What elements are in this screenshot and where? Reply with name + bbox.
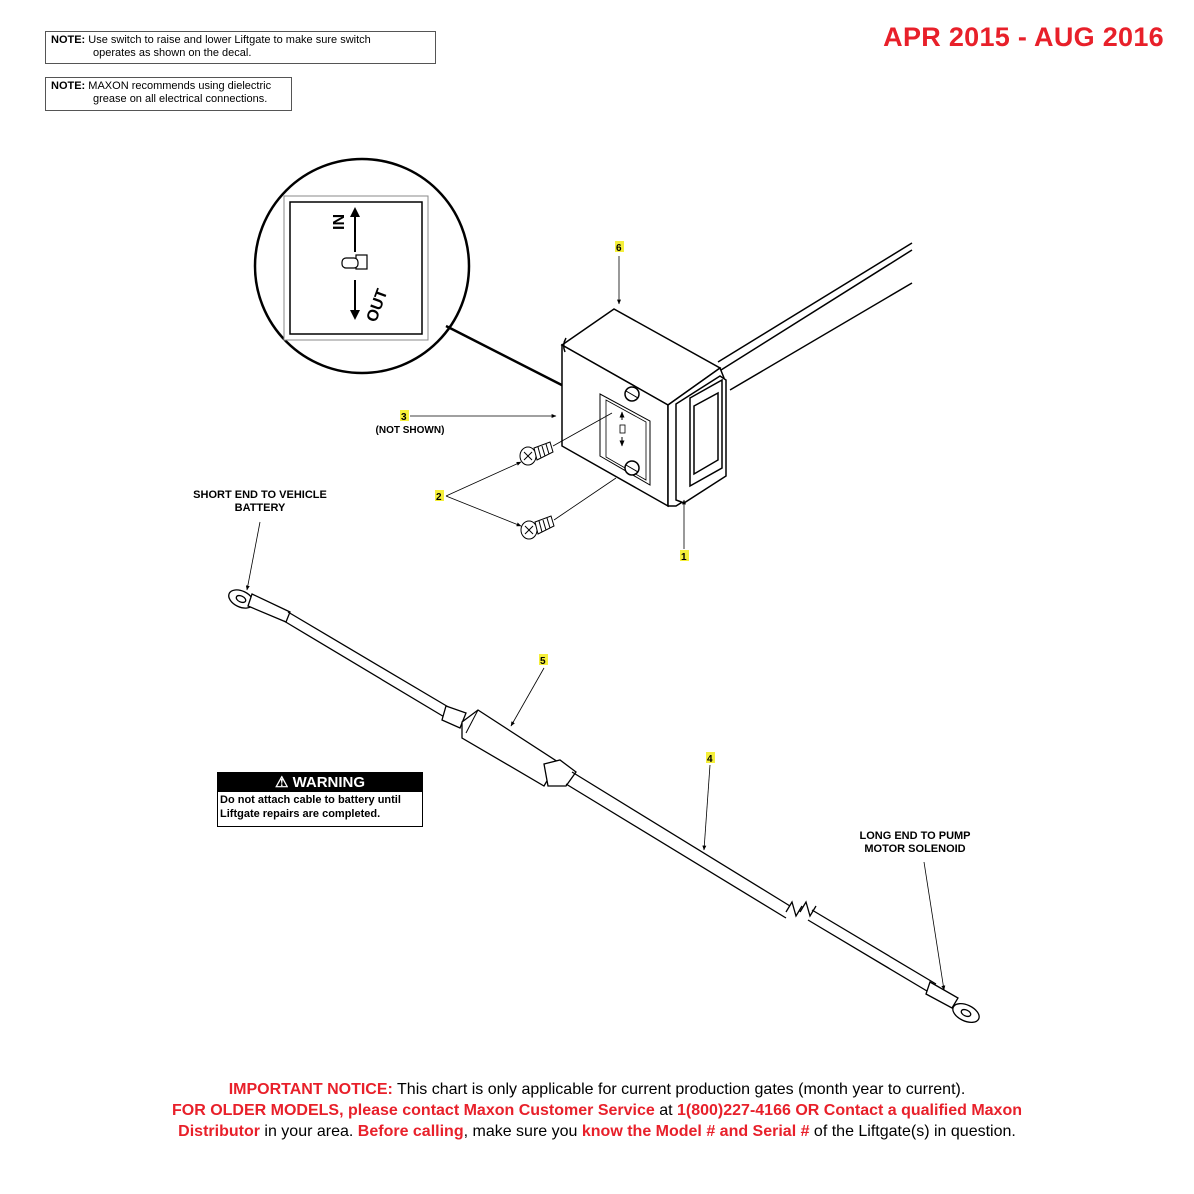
before-calling-label: Before calling (357, 1123, 464, 1140)
callout-highlight (615, 241, 624, 252)
long-end-line2: MOTOR SOLENOID (864, 843, 966, 855)
note-text-line2: grease on all electrical connections. (93, 93, 268, 105)
note-text-line1: Use switch to raise and lower Liftgate t… (88, 34, 371, 46)
callout-2: 2 (436, 492, 442, 503)
callout-5: 5 (540, 656, 546, 667)
screw-upper (519, 441, 554, 466)
callout-highlight (680, 550, 689, 561)
callout-highlight (539, 654, 548, 665)
not-shown-label: (NOT SHOWN) (375, 425, 445, 436)
callout-highlight (400, 410, 409, 421)
tail-text: of the Liftgate(s) in question. (809, 1123, 1016, 1140)
callout-6: 6 (616, 243, 622, 254)
callout-highlight (435, 490, 444, 501)
decal-in-label: IN (331, 214, 348, 230)
phone-text: 1(800)227-4166 OR Contact a qualified Ma… (677, 1102, 1022, 1119)
note-switch-operation: NOTE: Use switch to raise and lower Lift… (45, 31, 436, 64)
short-end-label: SHORT END TO VEHICLE BATTERY (170, 489, 350, 515)
battery-cable (228, 589, 980, 1024)
callout-1: 1 (681, 552, 687, 563)
date-range-title: APR 2015 - AUG 2016 (883, 22, 1164, 52)
note-text-line2: operates as shown on the decal. (93, 47, 252, 59)
switch-housing (560, 242, 913, 508)
callout-3: 3 (401, 412, 407, 423)
make-sure-text: , make sure you (463, 1123, 582, 1140)
note-label: NOTE: (51, 34, 86, 46)
area-text: in your area. (259, 1123, 358, 1140)
warning-box: ⚠ WARNING Do not attach cable to battery… (217, 772, 423, 827)
note-label: NOTE: (51, 80, 86, 92)
important-notice: IMPORTANT NOTICE: This chart is only app… (60, 1079, 1134, 1142)
detail-circle: IN OUT (253, 157, 471, 375)
warning-title: WARNING (292, 774, 366, 791)
warning-line2: Liftgate repairs are completed. (220, 808, 381, 820)
toggle-switch-icon (341, 254, 368, 270)
long-end-line1: LONG END TO PUMP (859, 830, 971, 842)
warning-line1: Do not attach cable to battery until (220, 794, 401, 806)
distributor-label: Distributor (178, 1123, 260, 1140)
long-end-label: LONG END TO PUMP MOTOR SOLENOID (830, 830, 1000, 856)
older-at: at (654, 1102, 677, 1119)
warning-icon: ⚠ (274, 774, 289, 791)
callout-highlight (706, 752, 715, 763)
know-model-label: know the Model # and Serial # (581, 1123, 810, 1140)
important-text: This chart is only applicable for curren… (392, 1081, 966, 1098)
warning-header: ⚠ WARNING (218, 773, 422, 792)
note-text-line1: MAXON recommends using dielectric (88, 80, 272, 92)
short-end-line2: BATTERY (234, 502, 286, 514)
callout-4: 4 (707, 754, 713, 765)
older-models-label: FOR OLDER MODELS, please contact Maxon C… (171, 1102, 655, 1119)
screw-lower (520, 515, 555, 540)
important-label: IMPORTANT NOTICE: (228, 1081, 393, 1098)
note-dielectric-grease: NOTE: MAXON recommends using dielectric … (45, 77, 292, 111)
short-end-line1: SHORT END TO VEHICLE (193, 489, 327, 501)
